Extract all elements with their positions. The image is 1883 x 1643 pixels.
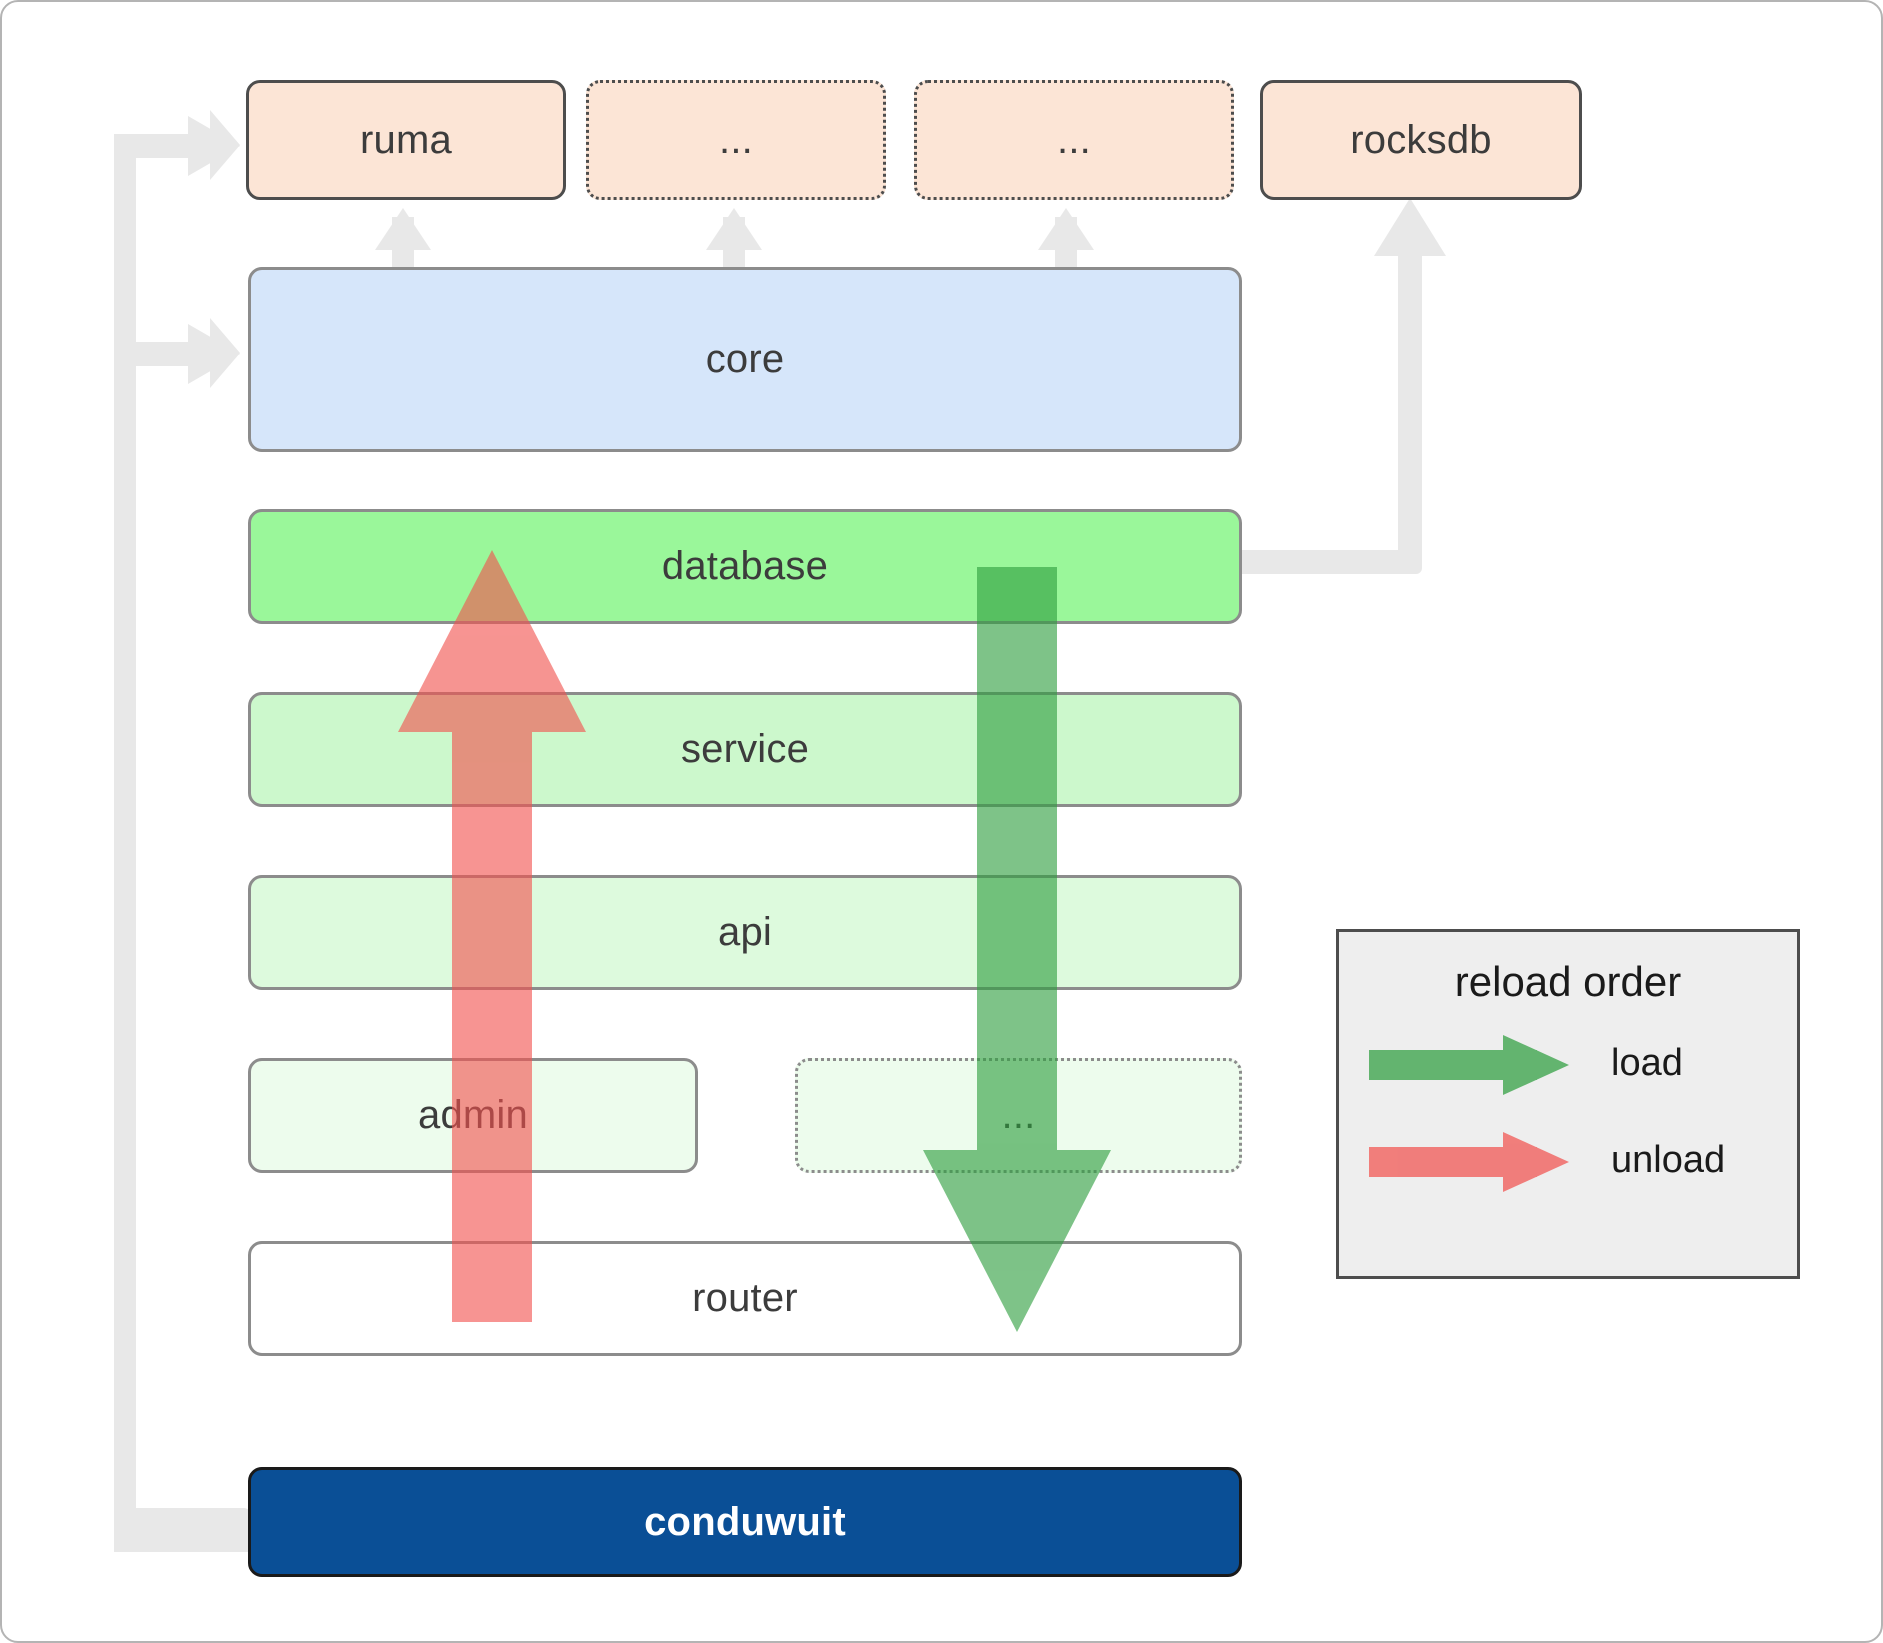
- node-service-label: service: [680, 727, 810, 771]
- node-router[interactable]: router: [248, 1241, 1242, 1356]
- node-layer-ellipsis-label: ...: [1001, 1093, 1036, 1137]
- legend-unload-arrow: [1369, 1132, 1569, 1192]
- node-rocksdb-label: rocksdb: [1350, 117, 1492, 162]
- node-dep-ellipsis-2-label: ...: [1057, 117, 1091, 162]
- node-api[interactable]: api: [248, 875, 1242, 990]
- legend-panel: reload order load unload: [1336, 929, 1800, 1279]
- node-service[interactable]: service: [248, 692, 1242, 807]
- legend-arrows: [1369, 1035, 1569, 1192]
- legend-title: reload order: [1454, 958, 1682, 1005]
- connector-elbow-db-horizontal: [1232, 550, 1422, 574]
- node-admin[interactable]: admin: [248, 1058, 698, 1173]
- node-core[interactable]: core: [248, 267, 1242, 452]
- node-ruma-label: ruma: [360, 117, 452, 162]
- node-router-label: router: [692, 1276, 798, 1320]
- node-dep-ellipsis-1-label: ...: [719, 117, 753, 162]
- connector-group: [114, 110, 1446, 1552]
- node-database-label: database: [661, 544, 829, 588]
- connector-trunk-left: [114, 134, 136, 1552]
- legend-load-arrow: [1369, 1035, 1569, 1095]
- node-dep-ellipsis-2[interactable]: ...: [914, 80, 1234, 200]
- node-rocksdb[interactable]: rocksdb: [1260, 80, 1582, 200]
- connector-elbow-db-vertical: [1398, 232, 1422, 568]
- connector-arrowhead-rocksdb: [1374, 198, 1446, 256]
- legend-label-unload: unload: [1611, 1139, 1726, 1181]
- node-admin-label: admin: [418, 1093, 528, 1137]
- node-ruma[interactable]: ruma: [246, 80, 566, 200]
- node-core-label: core: [705, 337, 785, 381]
- connector-arrowhead-core-dots2: [1038, 208, 1094, 250]
- node-dep-ellipsis-1[interactable]: ...: [586, 80, 886, 200]
- connector-arrowhead-ruma: [188, 116, 240, 176]
- legend-label-load: load: [1611, 1042, 1683, 1084]
- node-api-label: api: [718, 910, 772, 954]
- node-layer-ellipsis[interactable]: ...: [795, 1058, 1242, 1173]
- connector-stub-ruma: [114, 134, 192, 158]
- connector-arrowhead-core-ruma: [375, 208, 431, 250]
- connector-foot-left: [114, 1508, 250, 1552]
- connector-arrowhead-core-dots1: [706, 208, 762, 250]
- connector-arrowhead-core: [188, 324, 240, 384]
- connector-stub-core: [114, 342, 192, 366]
- node-database[interactable]: database: [248, 509, 1242, 624]
- node-conduwuit-label: conduwuit: [644, 1499, 846, 1544]
- node-conduwuit[interactable]: conduwuit: [248, 1467, 1242, 1577]
